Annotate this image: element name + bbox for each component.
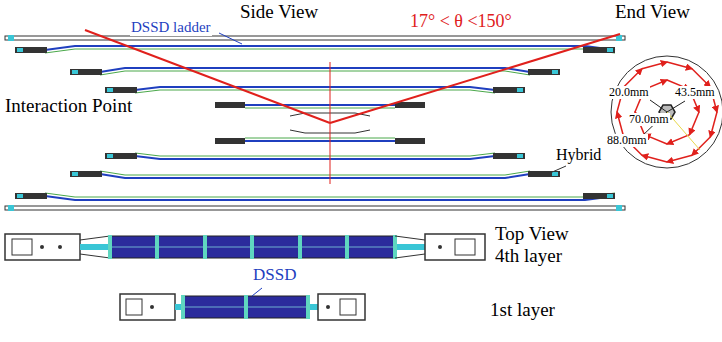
top-view-1st-layer [120,288,365,320]
part-label: DSSD [252,266,297,285]
part-label: DSSD ladder [130,19,212,36]
view-title: Top View [495,224,569,245]
layer-label: 1st layer [490,300,555,321]
top-view-4th-layer [5,234,485,260]
dimension: 20.0mm [608,86,650,99]
side-view [5,30,625,211]
layer-label: 4th layer [495,246,562,267]
dimension: 88.0mm [606,134,648,147]
part-label: Hybrid [555,146,602,164]
part-label: Interaction Point [5,96,132,117]
dimension: 70.0mm [628,113,670,126]
view-title: End View [615,2,690,23]
view-title: Side View [240,2,318,23]
dimension: 43.5mm [674,86,716,99]
angle-range: 17° < θ <150° [410,12,512,32]
end-view [611,56,722,168]
